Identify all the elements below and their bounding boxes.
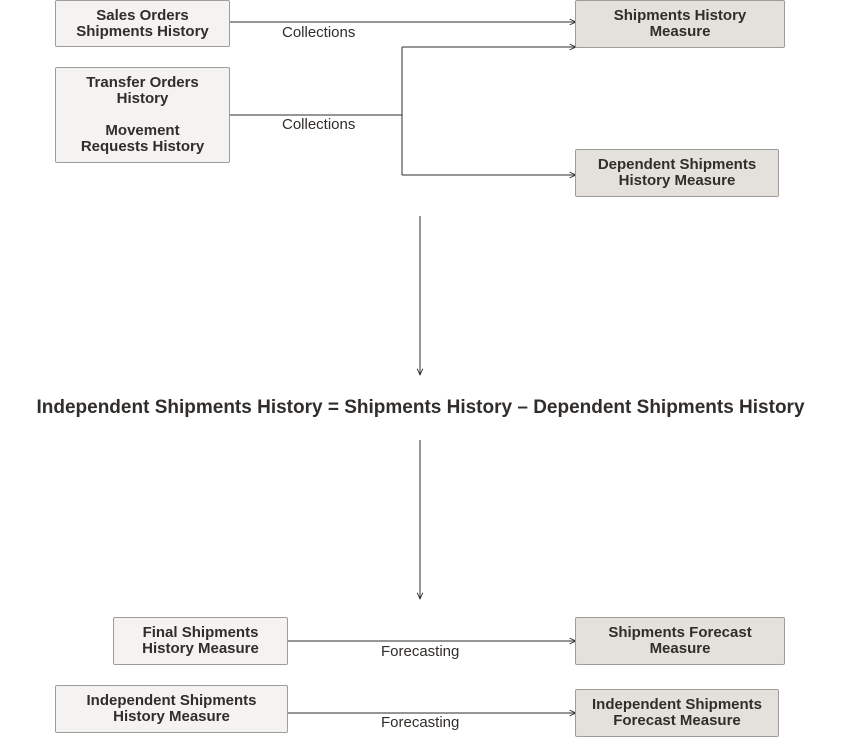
- node-line: Final Shipments: [142, 624, 259, 641]
- node-dependent-shipments-history-measure: Dependent Shipments History Measure: [575, 149, 779, 197]
- edge-label-collections: Collections: [282, 24, 356, 41]
- node-line: Shipments History: [613, 7, 747, 24]
- node-line: History Measure: [618, 172, 736, 189]
- node-line: Forecast Measure: [613, 712, 741, 729]
- node-line: History Measure: [113, 708, 230, 725]
- node-independent-shipments-history-measure: Independent Shipments History Measure: [55, 685, 288, 733]
- node-line: Requests History: [80, 138, 205, 155]
- node-shipments-history-measure: Shipments History Measure: [575, 0, 785, 48]
- edge-label-collections: Collections: [282, 116, 356, 133]
- node-line: History: [116, 90, 169, 107]
- node-line: Shipments History: [76, 22, 209, 40]
- formula-text: Independent Shipments History = Shipment…: [36, 397, 805, 418]
- node-line: Measure: [649, 23, 711, 40]
- node-line: Transfer Orders: [86, 74, 199, 91]
- node-line: Measure: [649, 640, 711, 657]
- node-transfer-movement-history: Transfer Orders History Movement Request…: [55, 67, 230, 163]
- node-independent-shipments-forecast-measure: Independent Shipments Forecast Measure: [575, 689, 779, 737]
- node-final-shipments-history-measure: Final Shipments History Measure: [113, 617, 288, 665]
- node-line: Sales Orders: [96, 6, 189, 24]
- node-line: Movement: [105, 122, 180, 139]
- node-sales-orders-shipments-history: Sales Orders Shipments History: [55, 0, 230, 47]
- node-shipments-forecast-measure: Shipments Forecast Measure: [575, 617, 785, 665]
- edge-label-forecasting: Forecasting: [381, 714, 460, 731]
- node-line: Dependent Shipments: [597, 156, 757, 173]
- node-line: Shipments Forecast: [608, 624, 752, 641]
- node-line: History Measure: [142, 640, 259, 657]
- node-line: Independent Shipments: [86, 692, 257, 709]
- node-line: Independent Shipments: [591, 696, 762, 713]
- edge-label-forecasting: Forecasting: [381, 643, 460, 660]
